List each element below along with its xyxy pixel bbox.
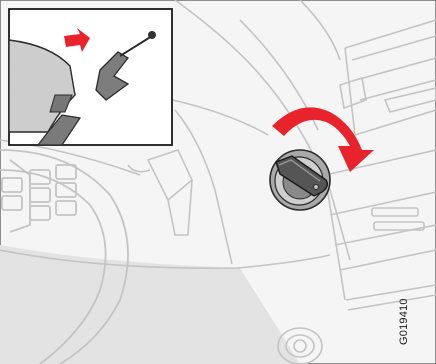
ignition-switch: [270, 150, 330, 210]
figure-code-label: G019410: [398, 298, 410, 345]
inset-panel: [9, 9, 172, 145]
